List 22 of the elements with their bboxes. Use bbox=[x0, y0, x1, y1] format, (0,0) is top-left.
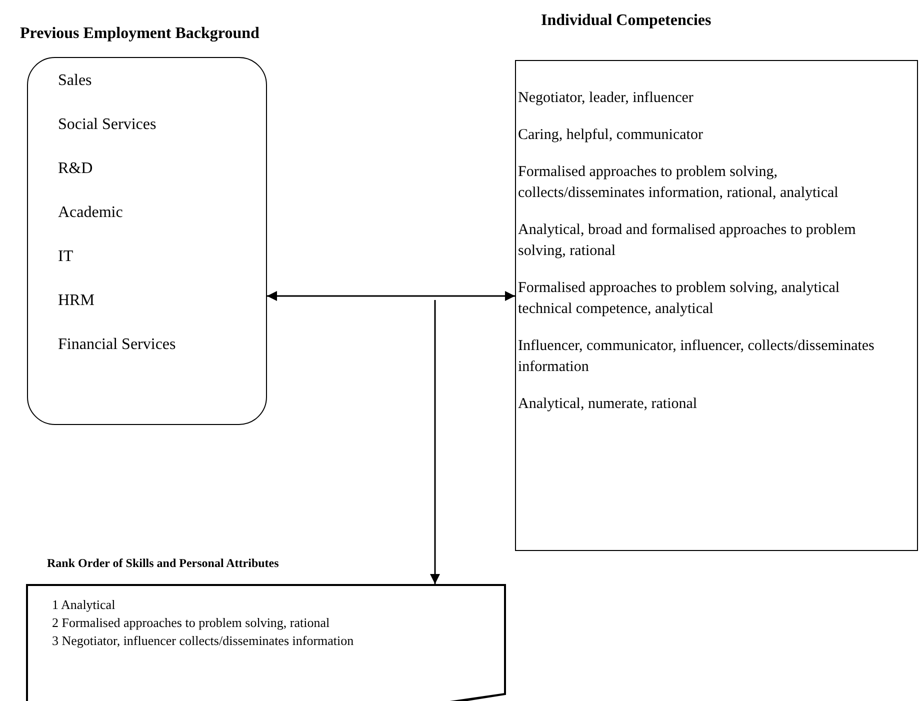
list-item: Academic bbox=[58, 203, 124, 223]
list-item: Negotiator, leader, influencer bbox=[518, 89, 694, 108]
list-item: HRM bbox=[58, 291, 96, 311]
list-item: IT bbox=[58, 247, 74, 267]
box-heading: Rank Order of Skills and Personal Attributes bbox=[47, 555, 279, 572]
list-item: 2 Formalised approaches to problem solving, rational bbox=[52, 614, 331, 632]
list-item: Analytical, broad and formalised approaches to problem solving, rational bbox=[518, 221, 857, 261]
list-item: Formalised approaches to problem solving, collects/disseminates information, rational, analytical bbox=[518, 163, 840, 203]
arrow bbox=[430, 300, 440, 584]
list-item: Sales bbox=[58, 71, 93, 91]
list-item: R&D bbox=[58, 159, 94, 179]
list-item: 3 Negotiator, influencer collects/disseminates information bbox=[52, 632, 354, 650]
list-item: Formalised approaches to problem solving, analytical technical competence, analytical bbox=[518, 279, 841, 319]
box-heading: Previous Employment Background bbox=[20, 24, 260, 44]
list-item: Social Services bbox=[58, 115, 158, 135]
list-item: 1 Analytical bbox=[52, 596, 116, 614]
arrow bbox=[267, 291, 515, 301]
box-heading: Individual Competencies bbox=[541, 11, 712, 31]
list-item: Financial Services bbox=[58, 335, 176, 355]
list-item: Influencer, communicator, influencer, collects/disseminates information bbox=[518, 337, 876, 377]
list-item: Analytical, numerate, rational bbox=[518, 395, 698, 414]
list-item: Caring, helpful, communicator bbox=[518, 126, 704, 145]
